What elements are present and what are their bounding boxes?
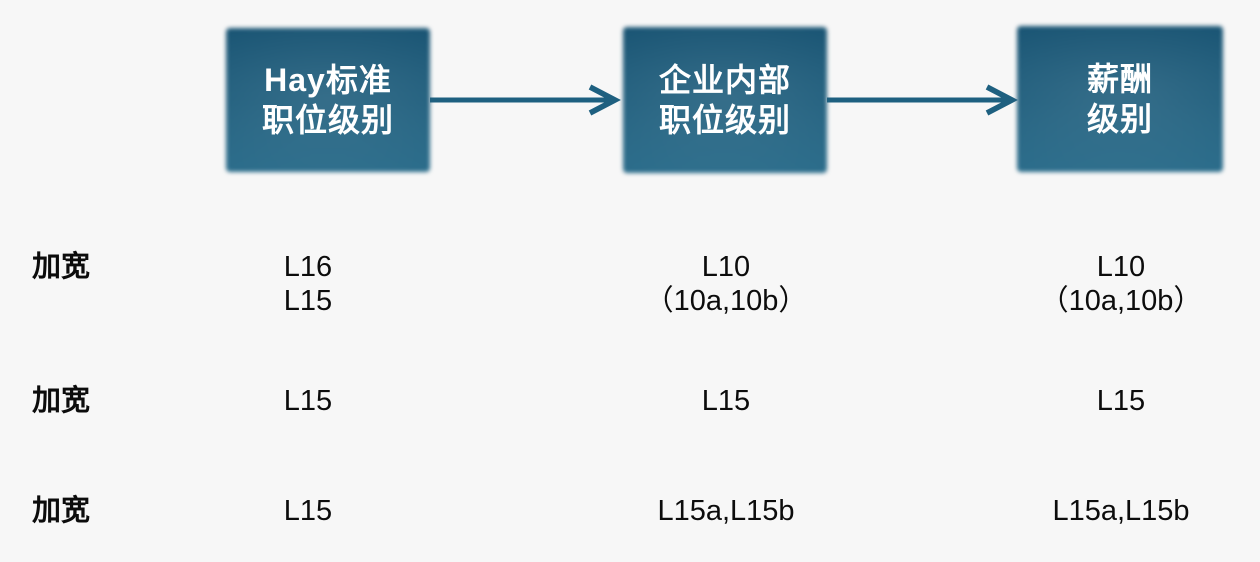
box-title-line: 职位级别 — [261, 102, 394, 138]
cell-hay-level: L15 — [284, 494, 332, 528]
flow-box-hay-standard-level: Hay标准 职位级别 — [225, 27, 431, 173]
cell-line: L15a,L15b — [657, 495, 795, 527]
row-label-broadband: 加宽 — [32, 251, 91, 283]
cell-line: L15 — [1096, 385, 1146, 417]
cell-internal-level: L15a,L15b — [657, 494, 794, 528]
box-title-line: Hay标准 — [264, 62, 392, 98]
cell-hay-level: L16 L15 — [284, 250, 332, 318]
cell-line: L16 — [283, 251, 333, 283]
cell-line: L10 — [701, 251, 751, 283]
cell-line: （10a,10b） — [1039, 285, 1203, 317]
right-arrow-icon — [827, 84, 1018, 116]
row-label-broadband: 加宽 — [32, 495, 91, 527]
box-title-line: 企业内部 — [658, 62, 791, 98]
cell-salary-level: L15a,L15b — [1052, 494, 1189, 528]
flow-box-internal-position-level: 企业内部 职位级别 — [622, 26, 828, 174]
cell-line: L15 — [283, 385, 333, 417]
right-arrow-icon — [430, 84, 621, 116]
box-title-line: 薪酬 — [1086, 61, 1153, 97]
row-label-broadband: 加宽 — [32, 385, 91, 417]
cell-line: L15a,L15b — [1052, 495, 1190, 527]
cell-line: L15 — [283, 285, 333, 317]
box-title-line: 级别 — [1086, 101, 1153, 137]
cell-line: （10a,10b） — [644, 285, 808, 317]
cell-line: L15 — [701, 385, 751, 417]
cell-hay-level: L15 — [284, 384, 332, 418]
box-title-line: 职位级别 — [658, 102, 791, 138]
cell-salary-level: L10 （10a,10b） — [1040, 250, 1203, 318]
cell-internal-level: L15 — [702, 384, 750, 418]
flow-box-salary-level: 薪酬 级别 — [1016, 25, 1224, 173]
cell-line: L10 — [1096, 251, 1146, 283]
cell-salary-level: L15 — [1097, 384, 1145, 418]
cell-line: L15 — [283, 495, 333, 527]
cell-internal-level: L10 （10a,10b） — [645, 250, 808, 318]
